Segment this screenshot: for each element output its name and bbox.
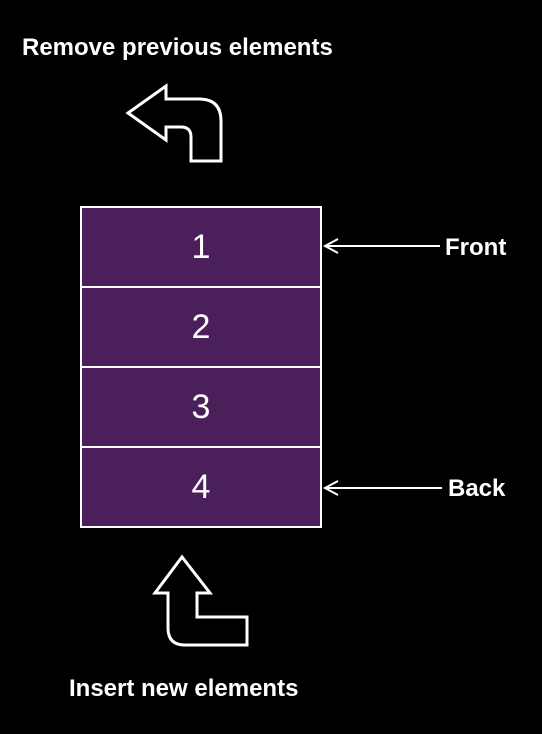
front-label: Front: [445, 234, 507, 261]
insert-arrow-icon: [152, 554, 249, 647]
back-label: Back: [448, 475, 506, 502]
insert-caption: Insert new elements: [69, 675, 299, 702]
back-pointer-icon: [322, 480, 442, 496]
queue-item: 2: [82, 286, 320, 366]
queue-item: 4: [82, 446, 320, 526]
remove-arrow-icon: [125, 83, 223, 163]
queue-item: 3: [82, 366, 320, 446]
queue-box: 1 2 3 4: [80, 206, 322, 528]
queue-item: 1: [191, 227, 211, 266]
front-pointer-icon: [322, 238, 440, 254]
remove-caption: Remove previous elements: [22, 34, 333, 61]
